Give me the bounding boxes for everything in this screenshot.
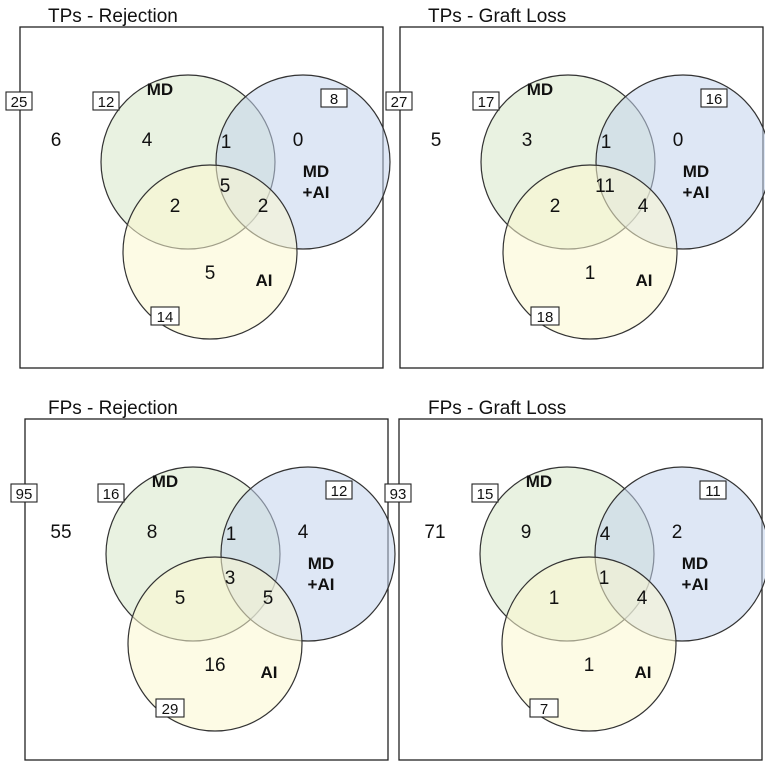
md-total-tag: 17 xyxy=(478,94,495,111)
md-ai-set-label-line2: +AI xyxy=(682,575,709,594)
ai-total-tag-box xyxy=(155,698,185,718)
ai-total-tag: 18 xyxy=(537,309,554,326)
ai-total-tag: 14 xyxy=(157,309,174,326)
md-ai-count: 2 xyxy=(550,196,561,217)
md-ai-set-label-line1: MD xyxy=(308,554,334,573)
md-mdai-count: 1 xyxy=(226,524,237,545)
md-set-label: MD xyxy=(527,80,553,99)
md-ai-count: 1 xyxy=(549,588,560,609)
md-total-tag-box xyxy=(97,483,125,503)
mdai-only-count: 0 xyxy=(673,130,684,151)
panel-title-group-3: FPs - Rejection xyxy=(48,398,178,419)
md-total-tag-box xyxy=(92,91,120,111)
all-sets-count: 5 xyxy=(220,176,231,197)
ai-total-tag-box xyxy=(530,306,560,326)
mdai-ai-count: 5 xyxy=(263,588,274,609)
mdai-ai-count: 4 xyxy=(638,196,649,217)
all-sets-count: 11 xyxy=(595,176,615,197)
ai-set-label: AI xyxy=(256,271,273,290)
md-ai-set-label-line1: MD xyxy=(682,554,708,573)
ai-total-tag: 7 xyxy=(540,701,548,718)
md-mdai-count: 1 xyxy=(601,132,612,153)
outside-total-tag-box xyxy=(385,91,413,111)
md-ai-set-label-line1: MD xyxy=(303,162,329,181)
outside-count: 55 xyxy=(50,522,71,543)
md-ai-count: 5 xyxy=(175,588,186,609)
panel-title: TPs - Graft Loss xyxy=(428,6,566,27)
outside-count: 6 xyxy=(51,130,62,151)
md-mdai-count: 4 xyxy=(600,524,611,545)
md-ai-set-label-line2: +AI xyxy=(303,183,330,202)
all-sets-count: 1 xyxy=(599,568,610,589)
venn-panel-2: 27 17 16 18 MD MD +AI AI 5 3 1 0 2 11 4 1 xyxy=(385,26,765,369)
ai-only-count: 5 xyxy=(205,263,216,284)
md-total-tag: 15 xyxy=(477,486,494,503)
outside-count: 71 xyxy=(424,522,445,543)
panel-title: FPs - Graft Loss xyxy=(428,398,566,419)
mdai-only-count: 0 xyxy=(293,130,304,151)
outside-total-tag-box xyxy=(10,483,38,503)
outside-count: 5 xyxy=(431,130,442,151)
ai-set-label: AI xyxy=(636,271,653,290)
panel-title-group-4: FPs - Graft Loss xyxy=(428,398,566,419)
ai-only-count: 1 xyxy=(584,655,595,676)
md-ai-total-tag-box xyxy=(325,480,353,500)
ai-set-circle xyxy=(127,556,303,732)
panel-title-group-1: TPs - Rejection xyxy=(48,6,178,27)
outside-total-tag-box xyxy=(5,91,33,111)
md-ai-count: 2 xyxy=(170,196,181,217)
md-ai-total-tag: 16 xyxy=(706,91,723,108)
mdai-ai-count: 2 xyxy=(258,196,269,217)
md-ai-total-tag: 8 xyxy=(330,91,338,108)
ai-set-label: AI xyxy=(635,663,652,682)
md-ai-set-label-line2: +AI xyxy=(683,183,710,202)
md-total-tag: 12 xyxy=(98,94,115,111)
outside-total-tag: 25 xyxy=(11,94,28,111)
panel-title-group-2: TPs - Graft Loss xyxy=(428,6,566,27)
ai-only-count: 1 xyxy=(585,263,596,284)
panel-title: TPs - Rejection xyxy=(48,6,178,27)
ai-total-tag-box xyxy=(529,698,559,718)
md-only-count: 9 xyxy=(521,522,532,543)
md-ai-set-label-line2: +AI xyxy=(308,575,335,594)
mdai-ai-count: 4 xyxy=(637,588,648,609)
venn-panel-3: 95 16 12 29 MD MD +AI AI 55 8 1 4 5 3 5 16 xyxy=(10,418,396,761)
mdai-only-count: 2 xyxy=(672,522,683,543)
ai-set-circle xyxy=(502,164,678,340)
md-set-label: MD xyxy=(526,472,552,491)
ai-set-label: AI xyxy=(261,663,278,682)
md-only-count: 3 xyxy=(522,130,533,151)
md-ai-total-tag-box xyxy=(699,480,727,500)
outside-total-tag: 93 xyxy=(390,486,407,503)
ai-total-tag: 29 xyxy=(162,701,179,718)
md-only-count: 8 xyxy=(147,522,158,543)
md-total-tag-box xyxy=(471,483,499,503)
ai-only-count: 16 xyxy=(204,655,225,676)
md-total-tag: 16 xyxy=(103,486,120,503)
md-set-label: MD xyxy=(147,80,173,99)
outside-total-tag: 27 xyxy=(391,94,408,111)
md-set-label: MD xyxy=(152,472,178,491)
md-ai-total-tag: 12 xyxy=(331,483,348,500)
ai-set-circle xyxy=(122,164,298,340)
outside-total-tag: 95 xyxy=(16,486,33,503)
md-ai-total-tag: 11 xyxy=(705,483,721,500)
md-ai-total-tag-box xyxy=(320,88,348,108)
outside-total-tag-box xyxy=(384,483,412,503)
md-mdai-count: 1 xyxy=(221,132,232,153)
all-sets-count: 3 xyxy=(225,568,236,589)
md-ai-total-tag-box xyxy=(700,88,728,108)
md-ai-set-label-line1: MD xyxy=(683,162,709,181)
md-only-count: 4 xyxy=(142,130,153,151)
ai-set-circle xyxy=(501,556,677,732)
ai-total-tag-box xyxy=(150,306,180,326)
panel-title: FPs - Rejection xyxy=(48,398,178,419)
md-total-tag-box xyxy=(472,91,500,111)
mdai-only-count: 4 xyxy=(298,522,309,543)
